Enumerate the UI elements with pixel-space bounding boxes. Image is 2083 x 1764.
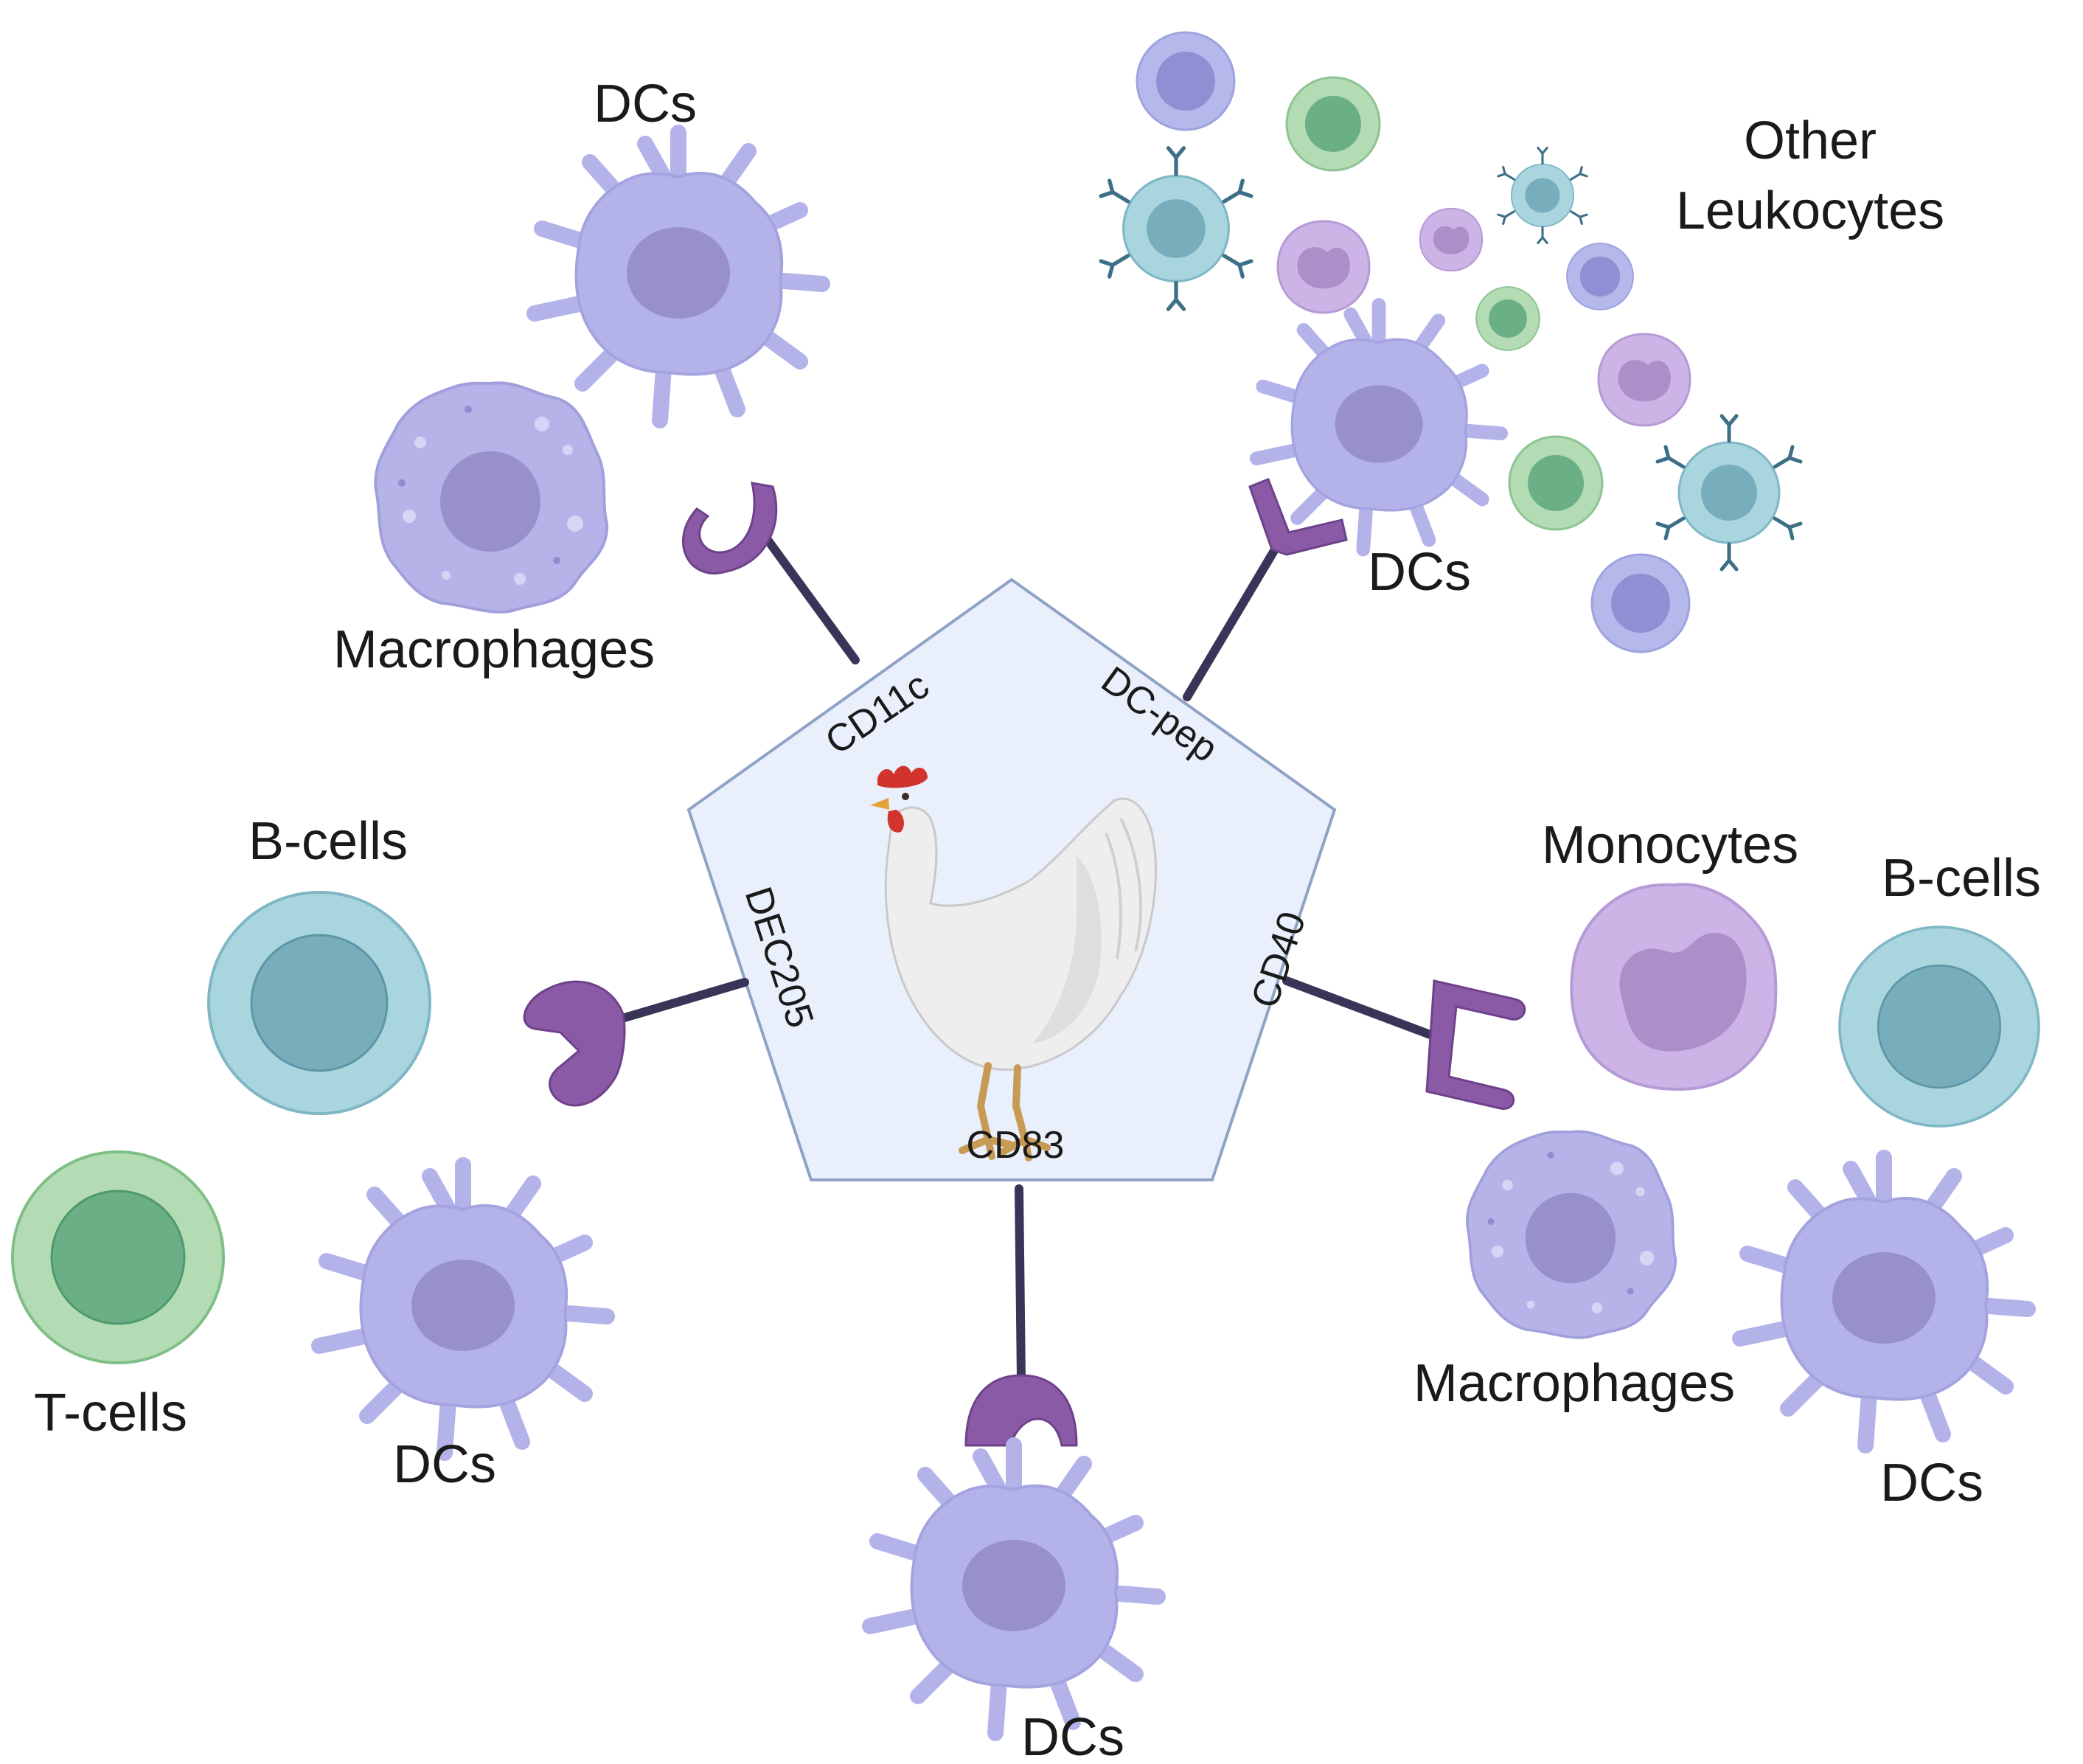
stalk-cd83 [1015, 1184, 1026, 1383]
receptor-cd40 [1425, 979, 1526, 1110]
stalk-cd40 [1282, 976, 1439, 1041]
leukocyte-cell [1590, 553, 1691, 653]
label-other-leukocytes-2: Leukocytes [1676, 181, 1944, 240]
dc-cell-top-right [1256, 305, 1501, 550]
stalk-dcpep [1183, 538, 1284, 701]
label-dcs-right: DCs [1880, 1454, 1983, 1513]
label-bcells-left: B-cells [248, 812, 408, 871]
leukocyte-cell [1508, 435, 1604, 531]
label-dcs-left: DCs [393, 1435, 496, 1494]
antibody-cell [1497, 146, 1588, 245]
chicken-icon [870, 765, 1158, 1161]
stalk-dec205 [608, 978, 749, 1026]
leukocyte-cell [1566, 243, 1634, 310]
dc-cell-left [319, 1165, 607, 1453]
antibody-cell [1658, 416, 1801, 569]
bcell-left [207, 891, 431, 1115]
monocyte-cell [1570, 883, 1778, 1091]
label-bcells-right: B-cells [1882, 849, 2041, 908]
macrophage-cell-right [1465, 1130, 1677, 1339]
stalk-cd11c [751, 519, 860, 664]
leukocyte-cell [1136, 31, 1236, 131]
receptor-dec205 [523, 980, 626, 1107]
label-macrophages-top-left: Macrophages [333, 620, 655, 679]
leukocyte-cell [1276, 220, 1371, 314]
label-dcs-bottom: DCs [1021, 1708, 1124, 1764]
leukocyte-cell [1475, 286, 1540, 351]
label-other-leukocytes-1: Other [1744, 111, 1877, 170]
label-monocytes: Monocytes [1542, 816, 1798, 875]
tcell-left [11, 1150, 225, 1364]
dc-cell-right [1740, 1158, 2028, 1445]
label-dcs-top-right: DCs [1368, 543, 1471, 602]
leukocyte-cell [1285, 76, 1381, 172]
receptor-cd11c [682, 482, 778, 574]
bcell-right [1838, 926, 2040, 1128]
leukocyte-cell [1597, 333, 1691, 427]
dc-cell-bottom [870, 1445, 1158, 1733]
leukocyte-cell [1419, 207, 1484, 272]
antibody-cell [1101, 148, 1251, 309]
receptor-dcpep [1248, 478, 1348, 556]
label-dcs-top-left: DCs [594, 74, 697, 133]
label-tcells: T-cells [34, 1383, 187, 1442]
receptor-label-cd83: CD83 [967, 1124, 1065, 1167]
central-pentagon [686, 577, 1337, 1181]
label-macrophages-right: Macrophages [1413, 1354, 1735, 1413]
receptor-cd83 [964, 1374, 1078, 1447]
dc-cell-top-left [535, 133, 822, 420]
macrophage-cell-top-left [374, 381, 609, 614]
